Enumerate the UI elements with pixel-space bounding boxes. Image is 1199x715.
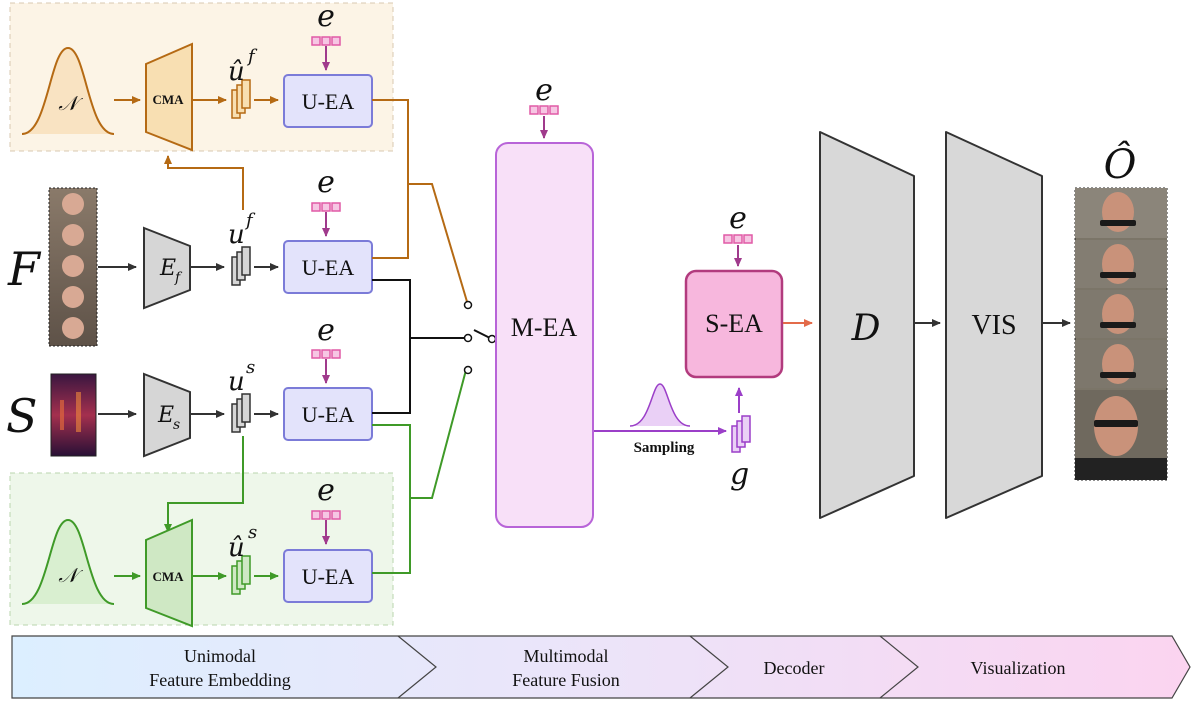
svg-text:s: s: [246, 357, 255, 378]
emotion-input-4: e: [311, 473, 341, 545]
sea-block: S-EA: [684, 269, 784, 379]
svg-text:Multimodal: Multimodal: [524, 646, 609, 666]
face-input-label: F: [7, 242, 42, 296]
sampling-label: Sampling: [634, 440, 695, 456]
svg-text:E: E: [157, 403, 174, 428]
label-u-f: u f: [228, 210, 256, 250]
route-bottom: [372, 498, 411, 574]
uea-block-1: U-EA: [283, 74, 373, 128]
latent-label: g: [730, 457, 749, 492]
route-face-black: [372, 279, 465, 339]
svg-text:Feature Fusion: Feature Fusion: [512, 670, 620, 690]
uea-block-2: U-EA: [283, 240, 373, 294]
speech-encoder: E s: [143, 372, 191, 458]
normal-dist-top: 𝒩: [21, 46, 115, 135]
pipeline-stage-unimodal: Unimodal Feature Embedding: [149, 646, 290, 690]
speech-input-label: S: [6, 389, 38, 443]
svg-text:Visualization: Visualization: [971, 658, 1066, 678]
svg-text:û: û: [228, 57, 245, 87]
svg-text:M-EA: M-EA: [511, 313, 578, 342]
svg-text:Feature Embedding: Feature Embedding: [149, 670, 290, 690]
speech-input-spectrogram: [50, 373, 97, 457]
svg-text:U-EA: U-EA: [302, 564, 355, 589]
svg-text:e: e: [317, 473, 335, 508]
face-input-frames: [48, 187, 98, 347]
emotion-input-sea: e: [723, 201, 753, 267]
uea-block-3: U-EA: [283, 387, 373, 441]
output-label: Ô: [1104, 141, 1137, 188]
emotion-input-1: e: [311, 0, 341, 71]
pipeline-bar: [11, 635, 1191, 699]
svg-text:Unimodal: Unimodal: [184, 646, 256, 666]
mea-block: M-EA: [495, 142, 594, 528]
svg-text:S-EA: S-EA: [705, 309, 763, 338]
route-face: [372, 184, 409, 259]
output-frames: [1074, 187, 1168, 481]
svg-text:u: u: [228, 220, 245, 250]
svg-text:e: e: [535, 73, 553, 108]
face-encoder: E f: [143, 226, 191, 310]
uea-block-4: U-EA: [283, 549, 373, 603]
emotion-input-3: e: [311, 313, 341, 384]
svg-text:D: D: [851, 308, 881, 349]
emotion-input-2: e: [311, 165, 341, 237]
svg-text:e: e: [729, 201, 747, 236]
svg-text:f: f: [244, 210, 256, 231]
pipeline-stage-multimodal: Multimodal Feature Fusion: [512, 646, 620, 690]
svg-text:s: s: [173, 417, 180, 433]
svg-text:e: e: [317, 0, 335, 34]
svg-text:s: s: [248, 522, 257, 543]
svg-text:f: f: [174, 270, 183, 286]
svg-text:û: û: [228, 533, 245, 563]
vis-block: VIS: [945, 131, 1043, 519]
svg-text:CMA: CMA: [152, 569, 184, 584]
svg-text:Decoder: Decoder: [764, 658, 825, 678]
decoder-block: D: [819, 131, 915, 519]
route-speech-black: [372, 338, 411, 414]
svg-text:CMA: CMA: [152, 92, 184, 107]
svg-text:E: E: [159, 256, 176, 281]
feature-stack-face: [231, 246, 251, 286]
feature-stack-speech-hat: [231, 555, 251, 595]
cma-block-bottom: CMA: [145, 518, 193, 628]
svg-text:e: e: [317, 165, 335, 200]
pipeline-stage-visualization: Visualization: [971, 658, 1066, 678]
modality-switch: [463, 300, 497, 375]
svg-text:u: u: [228, 367, 245, 397]
feature-stack-face-hat: [231, 79, 251, 119]
normal-dist-bottom: 𝒩: [21, 518, 115, 605]
label-u-s: u s: [228, 357, 255, 397]
label-u-hat-s: û s: [228, 522, 257, 563]
svg-text:U-EA: U-EA: [302, 402, 355, 427]
svg-text:U-EA: U-EA: [302, 89, 355, 114]
svg-text:VIS: VIS: [971, 310, 1016, 341]
emotion-input-mea: e: [529, 73, 559, 139]
feature-stack-g: [731, 415, 751, 453]
sampling-dist: [629, 383, 691, 427]
svg-text:U-EA: U-EA: [302, 255, 355, 280]
pipeline-stage-decoder: Decoder: [764, 658, 825, 678]
feature-stack-speech: [231, 393, 251, 433]
svg-text:e: e: [317, 313, 335, 348]
cma-block-top: CMA: [145, 42, 193, 152]
